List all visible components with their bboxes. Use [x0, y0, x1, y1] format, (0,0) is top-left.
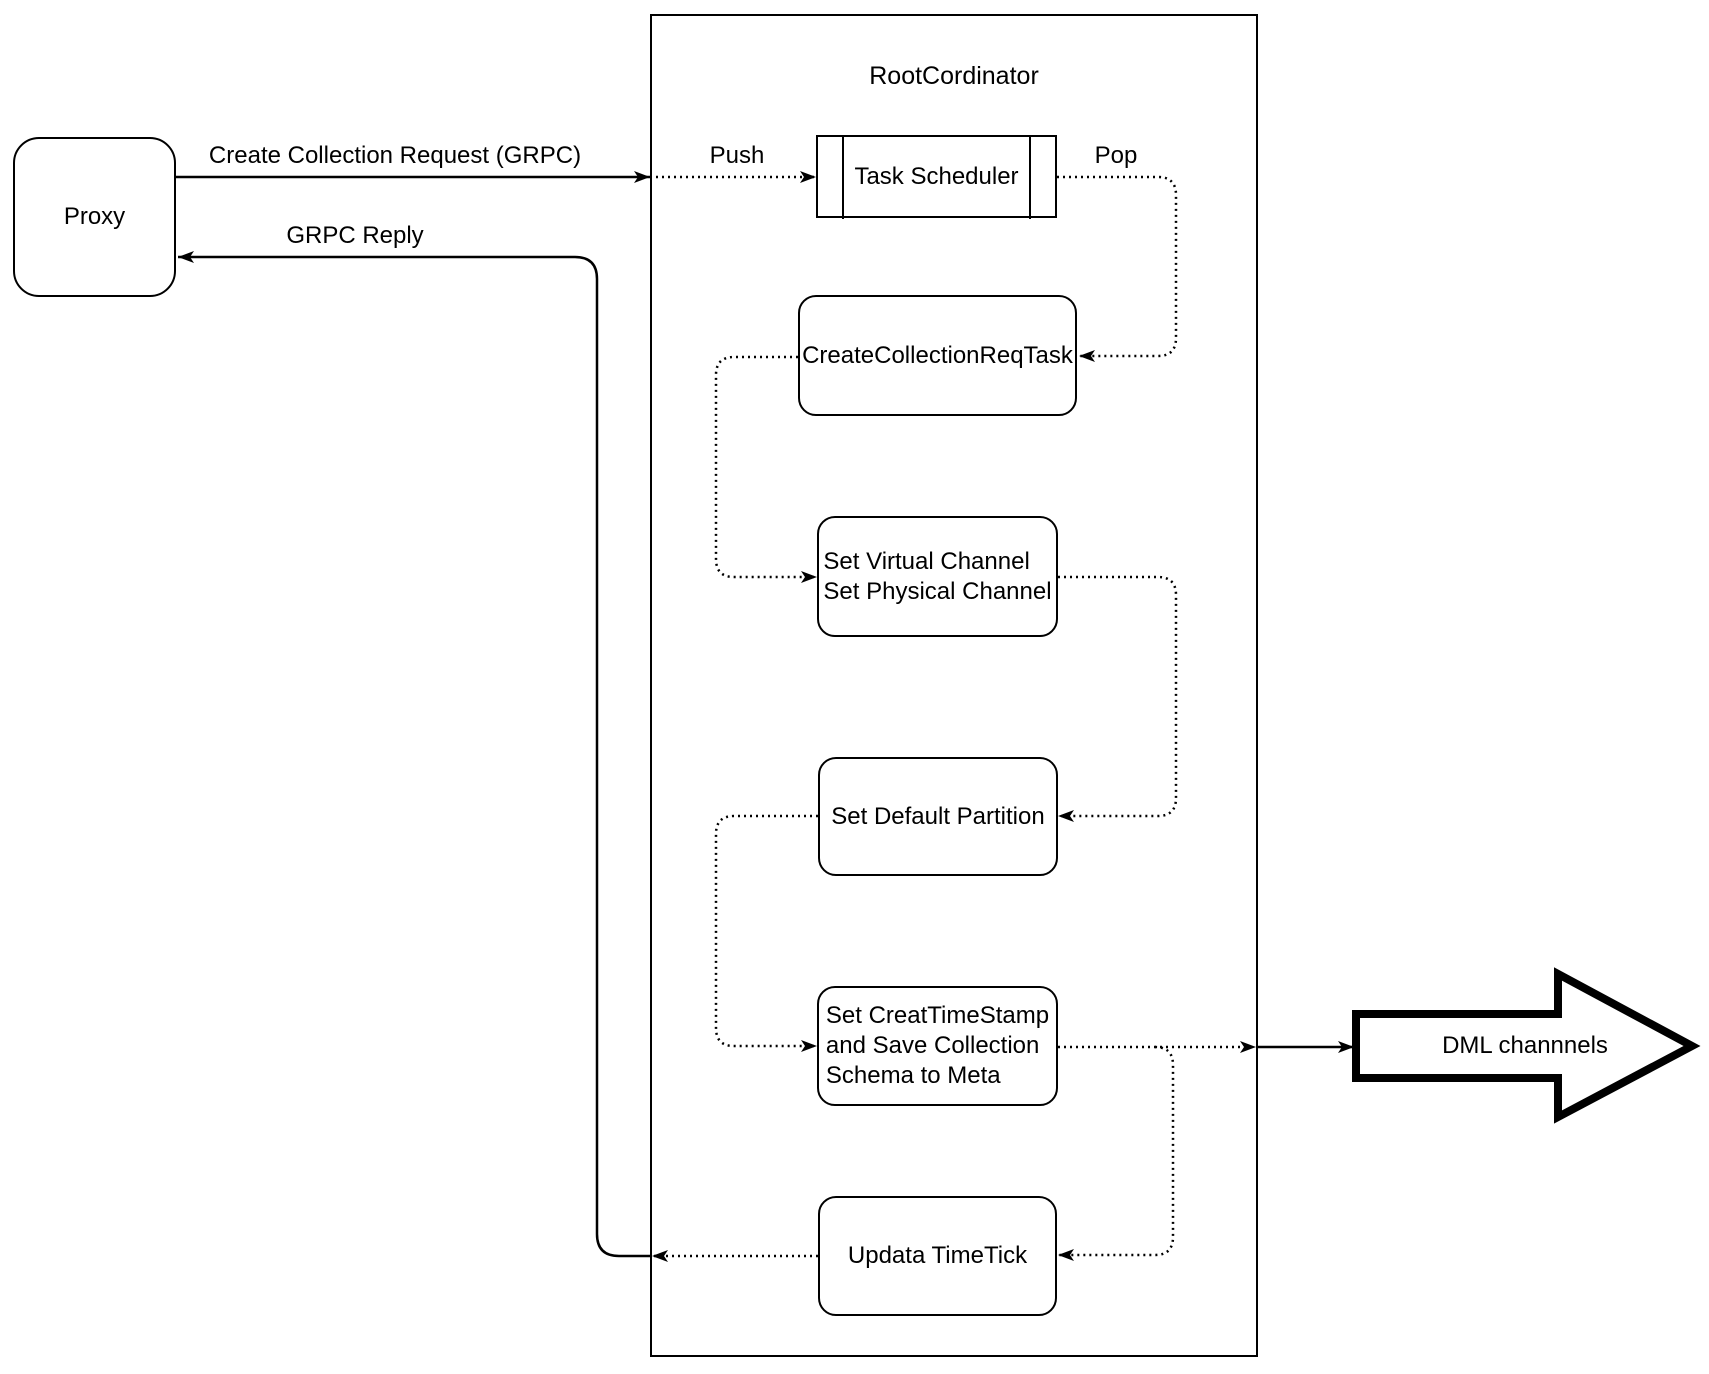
edge-partition-to-timestamp — [714, 814, 818, 1052]
edge-pop — [1057, 175, 1178, 362]
set-channels-line2: Set Physical Channel — [823, 577, 1052, 605]
queue-bar-right — [1029, 134, 1031, 219]
dml-channels-text: DML channnels — [1442, 1032, 1608, 1059]
set-creat-timestamp-line1: Set CreatTimeStamp — [825, 1002, 1050, 1029]
rootcordinator-title: RootCordinator — [869, 62, 1039, 90]
dml-channels-arrow — [1352, 967, 1701, 1124]
edge-label-grpc-reply: GRPC Reply — [286, 222, 424, 249]
proxy-node: Proxy — [13, 137, 176, 297]
set-default-partition-node: Set Default Partition — [818, 757, 1058, 876]
task-scheduler-label: Task Scheduler — [854, 162, 1019, 190]
edge-label-create-collection-request: Create Collection Request (GRPC) — [208, 142, 582, 169]
set-channels-line1: Set Virtual Channel — [823, 547, 1030, 575]
set-creat-timestamp-line3: Schema to Meta — [825, 1062, 1001, 1089]
rootcordinator-container — [650, 14, 1258, 1357]
queue-bar-left — [842, 134, 844, 219]
dml-channels-label: DML channnels — [1380, 1020, 1670, 1072]
updata-timetick-node: Updata TimeTick — [818, 1196, 1057, 1316]
updata-timetick-label: Updata TimeTick — [847, 1242, 1028, 1269]
create-collection-req-task-label: CreateCollectionReqTask — [802, 341, 1073, 369]
edge-label-push: Push — [709, 142, 765, 169]
set-default-partition-label: Set Default Partition — [831, 802, 1045, 830]
set-creat-timestamp-line2: and Save Collection — [825, 1032, 1040, 1059]
edge-label-pop: Pop — [1094, 142, 1138, 169]
set-channels-node: Set Virtual Channel Set Physical Channel — [817, 516, 1058, 637]
edge-grpc-reply — [178, 251, 650, 1258]
proxy-label: Proxy — [63, 203, 126, 230]
edge-timestamp-to-timetick — [1058, 1045, 1175, 1261]
task-scheduler-node: Task Scheduler — [816, 134, 1057, 219]
create-collection-req-task-node: CreateCollectionReqTask — [798, 295, 1077, 416]
set-creat-timestamp-node: Set CreatTimeStamp and Save Collection S… — [817, 986, 1058, 1106]
